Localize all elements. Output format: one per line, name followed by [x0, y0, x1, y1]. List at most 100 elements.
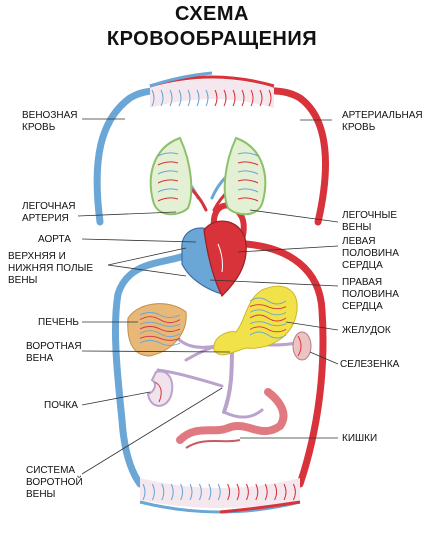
label-right-heart-line: ПРАВАЯ [342, 277, 382, 288]
capillary [249, 321, 287, 327]
heart [181, 220, 247, 298]
heart-left-half [203, 220, 247, 298]
label-liver: ПЕЧЕНЬ [38, 317, 79, 328]
lung-vessel [237, 161, 259, 166]
label-intestines-line: КИШКИ [342, 433, 377, 444]
capillary [189, 483, 193, 501]
capillary [139, 326, 181, 332]
leader-spleen [309, 351, 339, 365]
label-left-heart-line: ПОЛОВИНА [342, 248, 399, 259]
label-pulmonary-veins-line: ВЕНЫ [342, 222, 372, 233]
leader-portal-system [81, 387, 223, 475]
liver-capillaries [139, 312, 181, 346]
capillary [255, 483, 259, 501]
lung-vessel [237, 188, 259, 193]
label-spleen: СЕЛЕЗЕНКА [340, 359, 400, 370]
lung-outline [149, 136, 193, 216]
capillary [151, 89, 155, 107]
capillary [196, 89, 200, 107]
capillary [249, 297, 287, 305]
lung-vessel [237, 197, 259, 202]
intestines [176, 388, 288, 449]
lung-vessel [237, 170, 259, 175]
label-aorta: АОРТА [38, 234, 71, 245]
capillary [169, 89, 173, 107]
capillary [139, 330, 181, 338]
label-portal-vein-line: ВЕНА [26, 353, 54, 364]
capillary [187, 89, 191, 107]
capillary [283, 483, 287, 501]
capillary [232, 89, 236, 107]
label-stomach-line: ЖЕЛУДОК [342, 325, 391, 336]
label-kidney-line: ПОЧКА [44, 400, 78, 411]
lung-vessel [157, 188, 179, 193]
capillary-bed [150, 79, 274, 108]
capillary [178, 89, 182, 107]
spleen-shape [292, 331, 312, 361]
leader-right-heart [209, 279, 339, 287]
label-portal-system-line: ВОРОТНОЙ [26, 475, 83, 488]
capillary [236, 483, 240, 501]
label-right-heart-line: ПОЛОВИНА [342, 289, 399, 300]
systemic-bottom-arch-arterial [219, 500, 301, 514]
label-vena-cava-line: НИЖНЯЯ ПОЛЫЕ [8, 263, 93, 274]
leader-kidney [81, 391, 151, 406]
leader-aorta [81, 238, 197, 243]
pulmonary-top-arch-venous [149, 71, 213, 88]
label-portal-system-line: СИСТЕМА [26, 465, 75, 476]
aorta-right-loop [242, 240, 327, 488]
label-vena-cava-line: ВЕРХНЯЯ И [8, 251, 66, 262]
capillary [268, 89, 272, 107]
capillary [151, 483, 155, 501]
capillary [249, 314, 287, 322]
label-spleen-line: СЕЛЕЗЕНКА [340, 359, 400, 370]
pulmonary-top-capillaries [150, 79, 274, 108]
capillary [160, 89, 164, 107]
capillary [259, 89, 263, 107]
capillary [214, 89, 218, 107]
label-venous-blood-line: КРОВЬ [22, 122, 56, 133]
label-right-heart-line: СЕРДЦА [342, 301, 383, 312]
kidney-vessel [154, 381, 162, 403]
capillary [249, 326, 287, 333]
diagram-title: СХЕМА КРОВООБРАЩЕНИЯ [0, 4, 424, 49]
lung-vessel [157, 152, 179, 157]
label-intestines: КИШКИ [342, 433, 377, 444]
capillary [245, 483, 249, 501]
leader-stomach [285, 321, 339, 331]
label-venous-blood-line: ВЕНОЗНАЯ [22, 110, 78, 121]
heart-septum [217, 243, 223, 273]
capillary [227, 483, 231, 501]
lung-outline [223, 136, 267, 216]
capillary [161, 483, 165, 501]
label-vena-cava-line: ВЕНЫ [8, 275, 38, 286]
lung-vessel [237, 152, 259, 157]
portal-intestine-branch [222, 408, 264, 419]
spleen [292, 331, 312, 361]
lung-vessel [157, 161, 179, 166]
leader-left-heart [237, 245, 339, 253]
capillary [250, 89, 254, 107]
capillary [223, 89, 227, 107]
spleen-vessel [297, 335, 302, 357]
label-arterial-blood-line: КРОВЬ [342, 122, 376, 133]
capillary [217, 483, 221, 501]
label-aorta-line: АОРТА [38, 234, 71, 245]
label-kidney: ПОЧКА [44, 400, 78, 411]
capillary [139, 316, 181, 324]
label-left-heart-line: СЕРДЦА [342, 260, 383, 271]
leader-lines-layer [77, 118, 339, 475]
leader-pulmonary-artery [77, 211, 177, 217]
label-stomach: ЖЕЛУДОК [342, 325, 391, 336]
capillary [139, 340, 181, 346]
stomach [213, 285, 298, 356]
capillary [142, 483, 146, 501]
label-portal-vein-line: ВОРОТНАЯ [26, 341, 82, 352]
